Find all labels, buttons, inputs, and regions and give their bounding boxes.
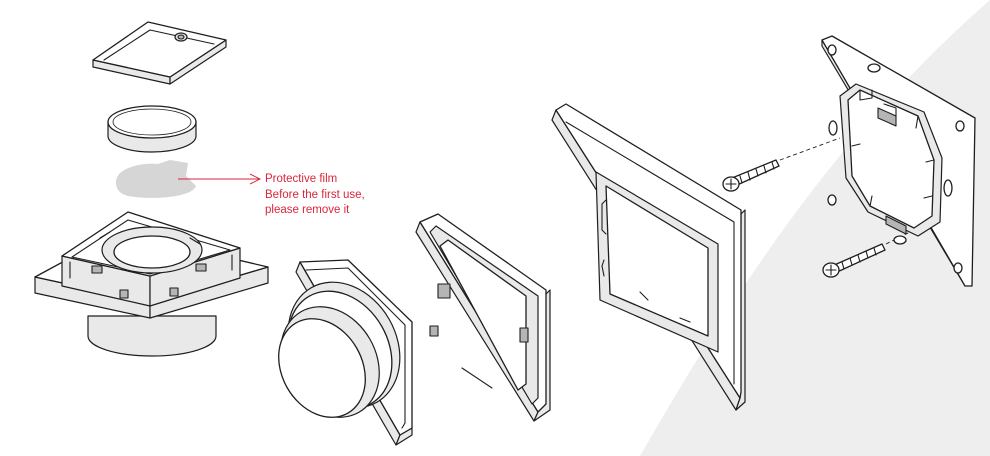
inner-frame — [415, 213, 551, 422]
coin-battery — [107, 105, 197, 153]
protective-film — [116, 160, 196, 198]
dimmer-insert — [34, 211, 269, 357]
screw-guide-lines — [779, 137, 931, 245]
film-label-title: Protective film — [265, 173, 338, 185]
mounting-plate — [821, 35, 976, 287]
upper-screw — [722, 159, 780, 192]
film-label-instruction-2: please remove it — [265, 204, 350, 216]
battery-cover — [92, 21, 227, 85]
film-leader-arrow — [178, 173, 262, 185]
dimmer-knob-plate — [278, 259, 413, 446]
lower-screw — [822, 243, 886, 278]
cover-frame — [551, 103, 746, 411]
film-label-instruction-1: Before the first use, — [265, 189, 365, 201]
